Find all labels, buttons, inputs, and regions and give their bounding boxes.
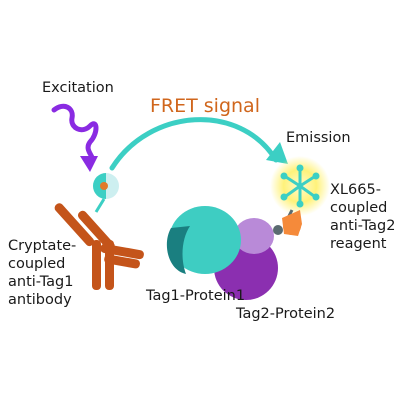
anti-tag2-reagent-icon	[273, 209, 302, 236]
donor-label-line: coupled	[8, 256, 65, 272]
acceptor-label-line: coupled	[330, 200, 387, 216]
acceptor-label-line: reagent	[330, 236, 387, 252]
protein2-label: Tag2-Protein2	[235, 306, 335, 322]
acceptor-label-line: anti-Tag2	[330, 218, 395, 234]
protein1-label: Tag1-Protein1	[145, 288, 245, 304]
donor-antibody-icon	[54, 203, 144, 290]
acceptor-label-line: XL665-	[330, 182, 381, 198]
acceptor-label: XL665- coupled anti-Tag2 reagent	[330, 182, 395, 252]
fret-arrow-icon	[109, 117, 288, 171]
excitation-wave-icon	[51, 103, 99, 172]
cryptate-donor-icon	[93, 173, 119, 213]
xl665-acceptor-icon	[270, 156, 330, 216]
fret-signal-label: FRET signal	[150, 95, 260, 117]
donor-label-line: anti-Tag1	[8, 274, 73, 290]
donor-label: Cryptate- coupled anti-Tag1 antibody	[8, 238, 76, 308]
tag1-protein1-shape	[166, 206, 241, 274]
emission-label: Emission	[286, 130, 351, 146]
donor-label-line: antibody	[8, 292, 72, 308]
donor-label-line: Cryptate-	[8, 238, 76, 254]
excitation-label: Excitation	[42, 80, 114, 96]
